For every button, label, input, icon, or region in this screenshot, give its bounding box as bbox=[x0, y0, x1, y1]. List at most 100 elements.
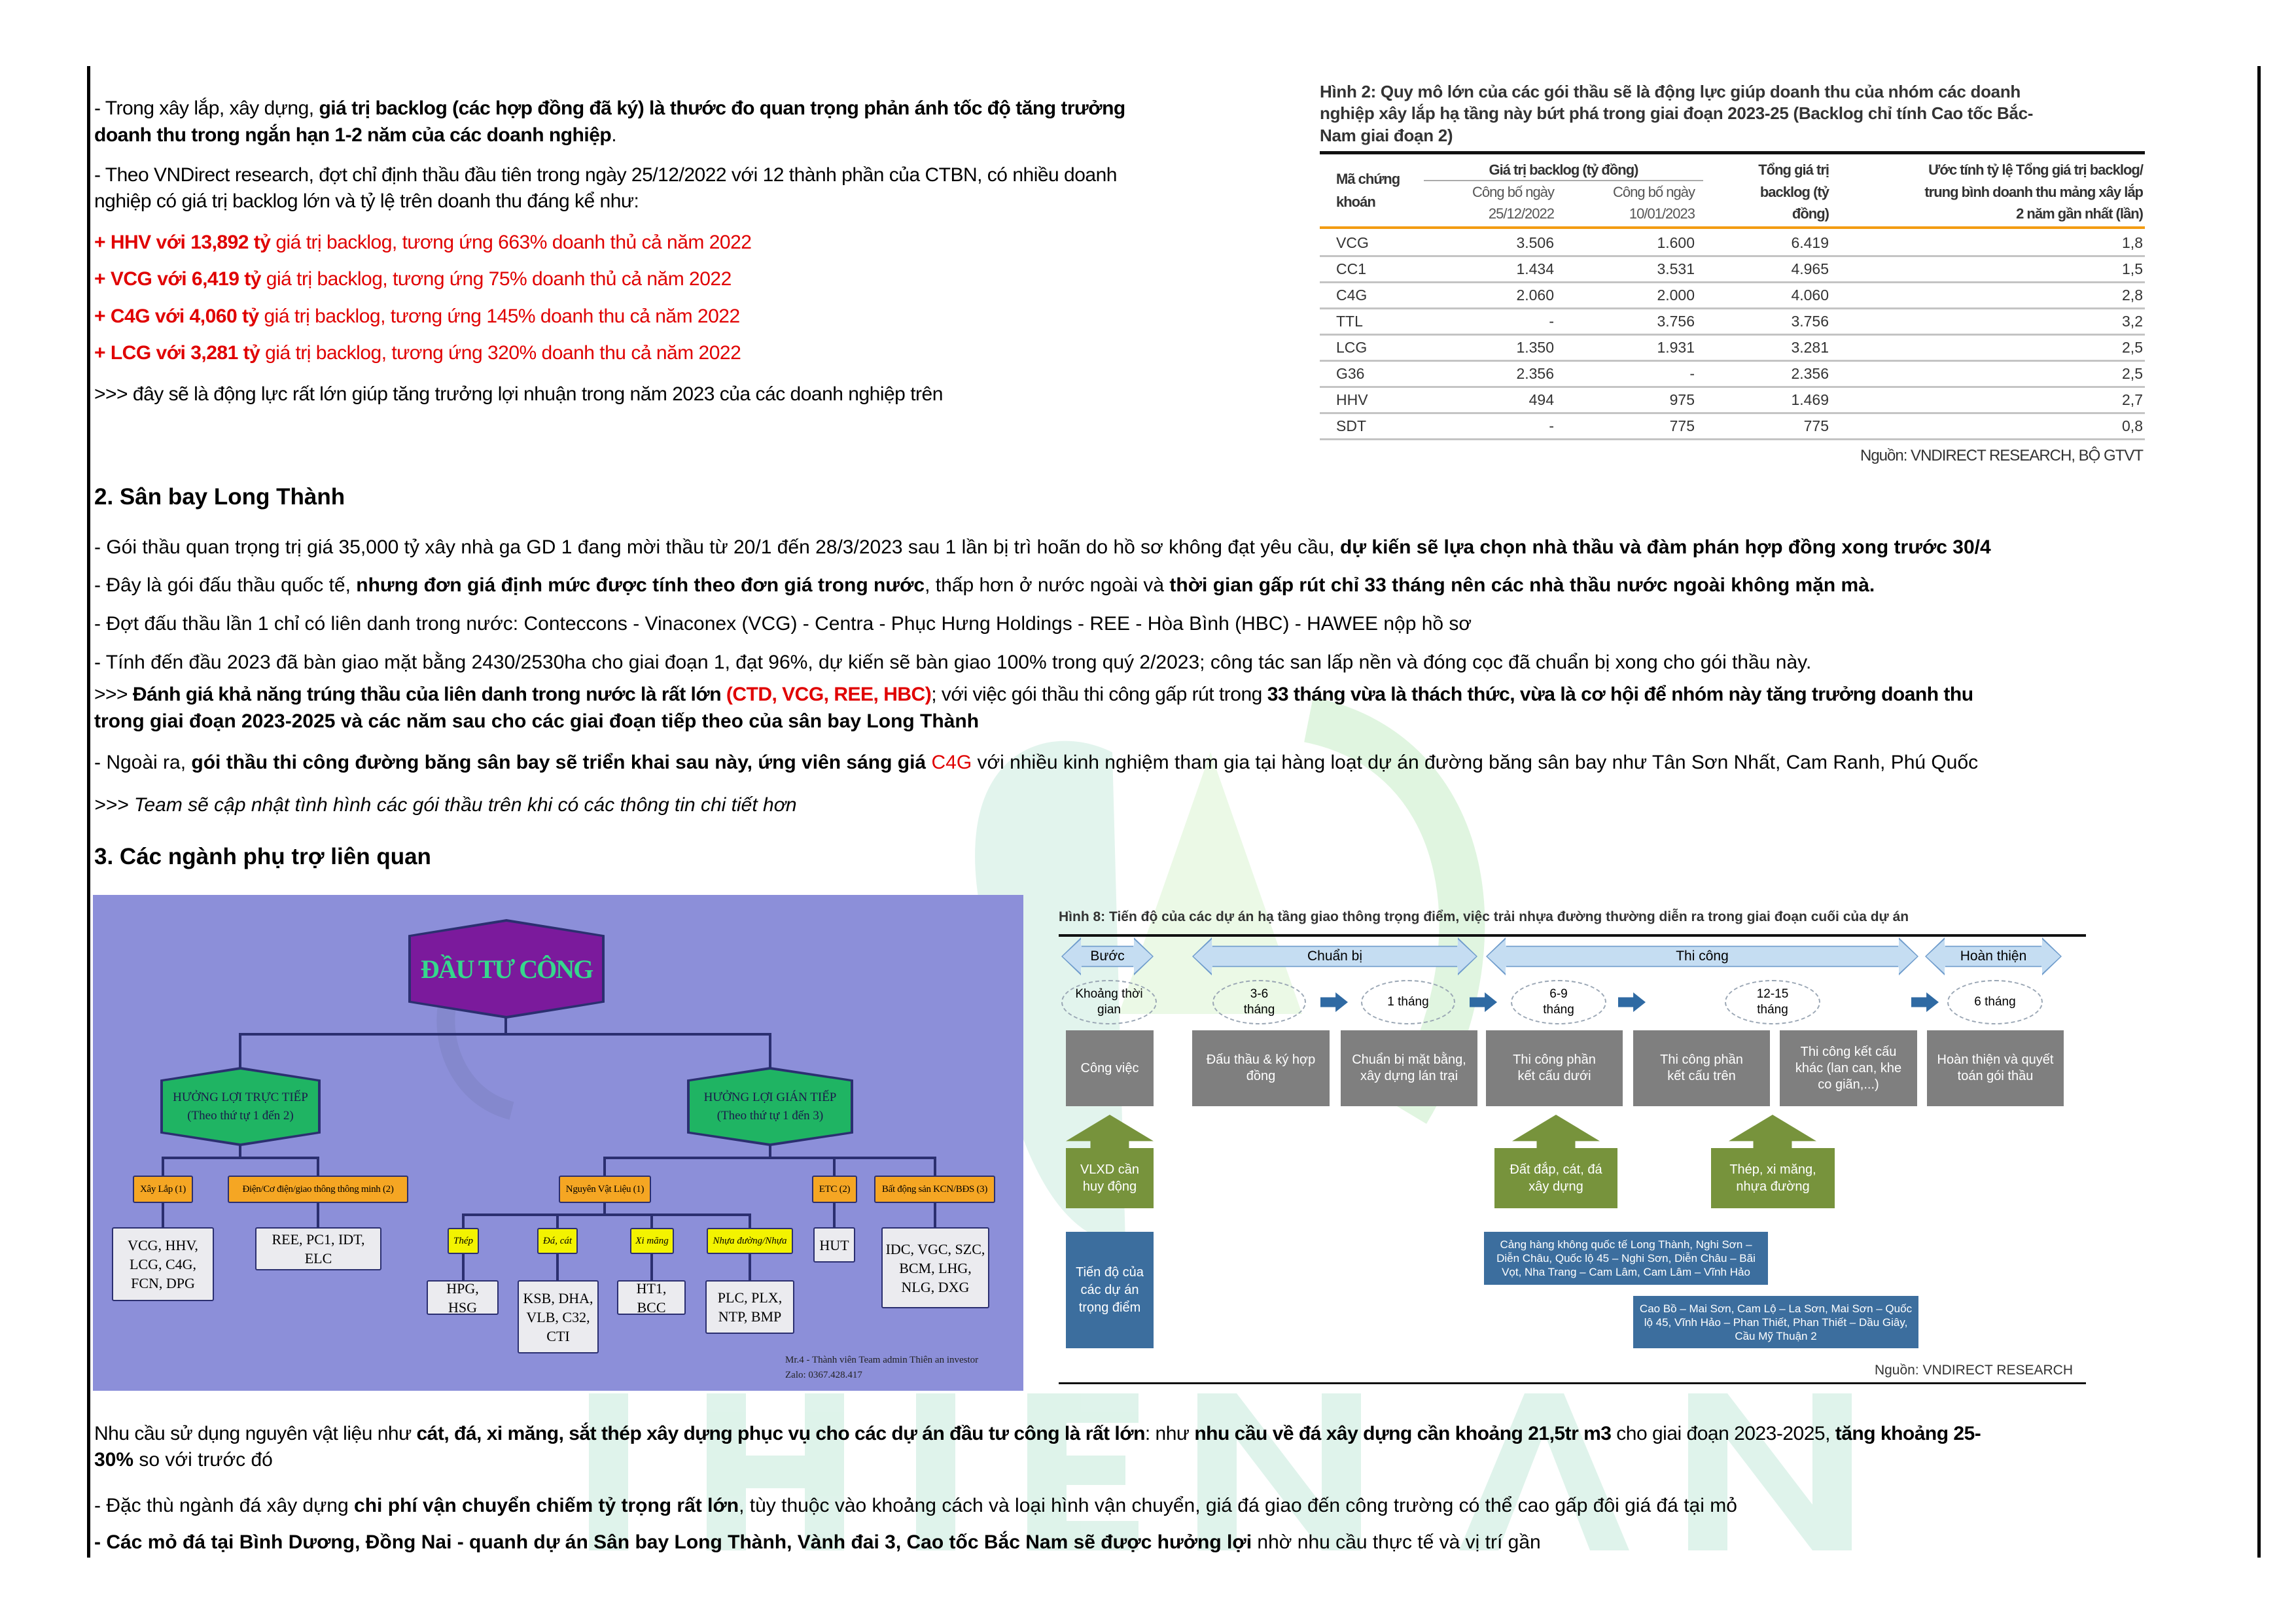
value-cell: 1,5 bbox=[2122, 260, 2143, 277]
backlog-table-figure: Hình 2: Quy mô lớn của các gói thầu sẽ l… bbox=[1315, 65, 2159, 471]
value-cell: 1.350 bbox=[1516, 339, 1554, 356]
connector bbox=[462, 1213, 751, 1216]
header-total: backlog (tỷ bbox=[1759, 184, 1829, 200]
header-ticker: khoán bbox=[1336, 194, 1376, 210]
arrow-right-icon bbox=[1470, 992, 1497, 1012]
value-cell: 2,7 bbox=[2122, 391, 2143, 408]
indirect-benefit-sub: (Theo thứ tự 1 đến 3) bbox=[716, 1108, 824, 1123]
text-segment: + HHV với 13,892 tỷ bbox=[94, 232, 271, 253]
text-segment: + LCG với 3,281 tỷ bbox=[94, 342, 260, 364]
value-cell: 1.931 bbox=[1657, 339, 1695, 356]
text-segment: - Ngoài ra, bbox=[94, 752, 192, 773]
chart-credit: Mr.4 - Thành viên Team admin Thiên an in… bbox=[785, 1355, 979, 1365]
text-segment: dự kiến sẽ lựa chọn nhà thầu và đàm phán… bbox=[1340, 536, 1991, 558]
text-segment: Đánh giá khả năng trúng thầu của liên da… bbox=[132, 684, 726, 705]
indirect-benefit-node: HƯỞNG LỢI GIÁN TIẾP (Theo thứ tự 1 đến 3) bbox=[687, 1067, 853, 1146]
row-divider bbox=[1320, 334, 2145, 336]
text-segment: + C4G với 4,060 tỷ bbox=[94, 305, 259, 327]
duration-6: 6 tháng bbox=[1947, 980, 2043, 1024]
stocks-xay-lap: VCG, HHV, LCG, C4G, FCN, DPG bbox=[112, 1227, 214, 1301]
header-ratio: Ước tính tỷ lệ Tổng giá trị backlog/ bbox=[1928, 162, 2144, 178]
category-nguyen-vat-lieu: Nguyên Vật Liệu (1) bbox=[559, 1176, 651, 1203]
text-segment: - Các mỏ đá tại Bình Dương, Đồng Nai - q… bbox=[94, 1531, 1252, 1553]
text-segment: >>> đây sẽ là động lực rất lớn giúp tăng… bbox=[94, 383, 943, 405]
figure-source: Nguồn: VNDIRECT RESEARCH bbox=[1874, 1363, 2073, 1378]
value-cell: - bbox=[1549, 313, 1554, 330]
stocks-nhua: PLC, PLX, NTP, BMP bbox=[705, 1280, 794, 1334]
direct-benefit-node: HƯỞNG LỢI TRỰC TIẾP(Theo thứ tự 1 đến 2) bbox=[160, 1067, 321, 1146]
text-segment: nhưng đơn giá định mức được tính theo đơ… bbox=[356, 574, 925, 596]
stocks-da-cat: KSB, DHA, VLB, C32, CTI bbox=[518, 1280, 599, 1353]
text-segment: >>> Team sẽ cập nhật tình hình các gói t… bbox=[94, 794, 797, 816]
bullet-lcg: + LCG với 3,281 tỷ giá trị backlog, tươn… bbox=[94, 341, 741, 365]
text-segment: . bbox=[611, 124, 617, 146]
value-cell: 2,5 bbox=[2122, 365, 2143, 382]
text-segment: giá trị backlog, tương ứng 320% doanh th… bbox=[260, 342, 741, 364]
task-ket-cau-duoi: Thi công phần kết cấu dưới bbox=[1486, 1030, 1623, 1106]
value-cell: 775 bbox=[1669, 417, 1695, 434]
value-cell: 775 bbox=[1803, 417, 1829, 434]
text-segment: gói thầu thi công đường băng sân bay sẽ … bbox=[191, 752, 932, 773]
duration-label: Khoảng thời gian bbox=[1061, 980, 1157, 1024]
connector bbox=[934, 1202, 936, 1229]
phase-arrow-hoan-thien: Hoàn thiện bbox=[1925, 937, 2062, 975]
value-cell: 3.756 bbox=[1657, 313, 1695, 330]
ticker-cell: VCG bbox=[1336, 234, 1369, 251]
value-cell: 2,5 bbox=[2122, 339, 2143, 356]
arrow-right-icon bbox=[1911, 992, 1939, 1012]
text-segment: tăng khoảng 25- bbox=[1835, 1423, 1981, 1444]
connector bbox=[603, 1157, 606, 1176]
para-vndirect-line2: nghiệp có giá trị backlog lớn và tỷ lệ t… bbox=[94, 190, 639, 213]
text-segment: , thấp hơn ở nước ngoài và bbox=[925, 574, 1170, 596]
figure-title-line: nghiệp xây lắp hạ tầng này bứt phá trong… bbox=[1320, 103, 2034, 123]
indirect-benefit-title: HƯỞNG LỢI GIÁN TIẾP bbox=[703, 1090, 837, 1104]
material-da-cat: Đá, cát bbox=[537, 1228, 578, 1254]
stocks-thep: HPG, HSG bbox=[427, 1280, 499, 1316]
row-divider bbox=[1320, 281, 2145, 283]
header-col2: 10/01/2023 bbox=[1629, 205, 1695, 222]
figure-title: Hình 8: Tiến độ của các dự án hạ tầng gi… bbox=[1059, 909, 1909, 924]
para-dac-thu: - Đặc thù ngành đá xây dựng chi phí vận … bbox=[94, 1494, 1737, 1518]
watermark-letters bbox=[589, 1393, 1852, 1550]
row-divider bbox=[1320, 360, 2145, 362]
figure-title-line: Hình 2: Quy mô lớn của các gói thầu sẽ l… bbox=[1320, 82, 2021, 101]
ticker-cell: CC1 bbox=[1336, 260, 1367, 277]
value-cell: 3.506 bbox=[1516, 234, 1554, 251]
value-cell: 2.356 bbox=[1791, 365, 1829, 382]
header-ticker: Mã chứng bbox=[1336, 171, 1400, 187]
para-ban-giao: - Tính đến đầu 2023 đã bàn giao mặt bằng… bbox=[94, 651, 1811, 674]
connector bbox=[650, 1213, 653, 1229]
text-segment: (CTD, VCG, REE, HBC) bbox=[726, 684, 932, 705]
phase-label: Bước bbox=[1063, 939, 1152, 974]
table-source: Nguồn: VNDIRECT RESEARCH, BỘ GTVT bbox=[1860, 447, 2144, 464]
arrow-up-icon bbox=[1066, 1115, 1154, 1151]
text-segment: với nhiều kinh nghiệm tham gia tại hàng … bbox=[972, 752, 1979, 773]
material-xi-mang: Xi măng bbox=[630, 1228, 674, 1254]
header-col2: Công bố ngày bbox=[1613, 184, 1695, 200]
value-cell: 1.434 bbox=[1516, 260, 1554, 277]
para-mo-da: - Các mỏ đá tại Bình Dương, Đồng Nai - q… bbox=[94, 1531, 1541, 1554]
header-col1: 25/12/2022 bbox=[1488, 205, 1555, 222]
para-ngoai-ra: - Ngoài ra, gói thầu thi công đường băng… bbox=[94, 751, 1978, 775]
text-segment: 2. Sân bay Long Thành bbox=[94, 484, 345, 510]
bullet-c4g: + C4G với 4,060 tỷ giá trị backlog, tươn… bbox=[94, 305, 740, 328]
duration-6-9: 6-9 tháng bbox=[1511, 980, 1606, 1024]
para-nhu-cau-line1: Nhu cầu sử dụng nguyên vật liệu như cát,… bbox=[94, 1422, 1981, 1446]
direct-benefit-title: HƯỞNG LỢI TRỰC TIẾP bbox=[173, 1090, 308, 1104]
text-segment: - Theo VNDirect research, đợt chỉ định t… bbox=[94, 164, 1117, 186]
connector bbox=[317, 1157, 319, 1176]
text-segment: 30% bbox=[94, 1449, 134, 1471]
category-bat-dong-san: Bất động sản KCN/BĐS (3) bbox=[874, 1176, 995, 1203]
arrow-right-icon bbox=[1320, 992, 1348, 1012]
connector bbox=[462, 1253, 465, 1282]
value-cell: 2.060 bbox=[1516, 287, 1554, 304]
connector bbox=[769, 1145, 771, 1159]
task-ket-cau-tren: Thi công phần kết cấu trên bbox=[1633, 1030, 1770, 1106]
para-danh-gia-line1: >>> Đánh giá khả năng trúng thầu của liê… bbox=[94, 683, 1973, 707]
task-chuan-bi-mat-bang: Chuẩn bị mặt bằng, xây dựng lán trại bbox=[1341, 1030, 1477, 1106]
value-cell: 1,8 bbox=[2122, 234, 2143, 251]
value-cell: 1.600 bbox=[1657, 234, 1695, 251]
text-segment: - Trong xây lắp, xây dựng, bbox=[94, 97, 319, 119]
text-segment: + VCG với 6,419 tỷ bbox=[94, 268, 261, 290]
conclusion-line: >>> đây sẽ là động lực rất lớn giúp tăng… bbox=[94, 383, 943, 406]
